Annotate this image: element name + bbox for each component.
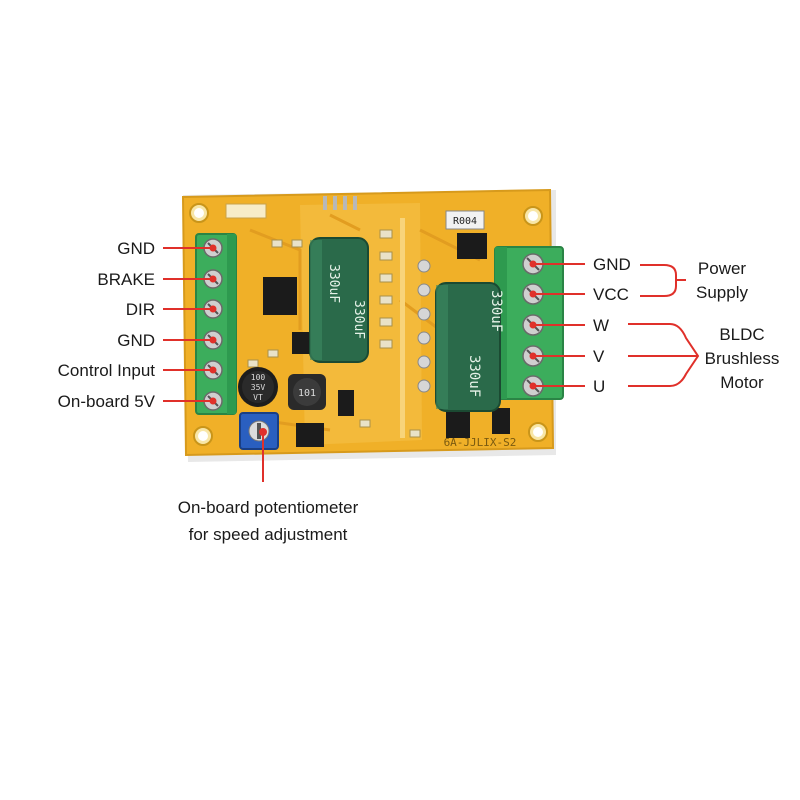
right-terminal-label: V — [593, 347, 605, 366]
left-terminal-label: On-board 5V — [58, 392, 156, 411]
group-labels: Power Supply BLDC Brushless Motor — [696, 259, 779, 392]
capacitor-right-marking: 330uF — [488, 290, 504, 332]
left-terminal-label: GND — [117, 239, 155, 258]
left-terminal-label: DIR — [126, 300, 155, 319]
capacitor-right-marking-2: 330uF — [466, 355, 482, 397]
shunt-resistor: R004 — [445, 210, 485, 230]
right-terminal-block — [494, 246, 564, 400]
power-supply-label-line1: Power — [698, 259, 747, 278]
driver-ic — [263, 277, 297, 315]
small-ic — [292, 332, 312, 354]
diode — [492, 408, 510, 434]
callout-lines — [163, 244, 700, 482]
inductor-marking: 101 — [298, 388, 316, 399]
right-callout-dot — [529, 321, 537, 329]
transistor — [338, 390, 354, 416]
inductor: 101 — [288, 374, 326, 410]
left-callout-dot — [209, 397, 217, 405]
capacitor-330uf-left: 330uF 330uF — [309, 237, 369, 363]
motor-label-line1: BLDC — [719, 325, 764, 344]
right-callout-dot — [529, 352, 537, 360]
right-callout-dot — [529, 382, 537, 390]
left-callout-dot — [209, 366, 217, 374]
left-terminal-label: GND — [117, 331, 155, 350]
mosfet — [446, 410, 470, 438]
board-id-marking: 6A-JJLIX-S2 — [444, 436, 517, 449]
left-callout-dot — [209, 336, 217, 344]
left-callout-dot — [209, 305, 217, 313]
shunt-resistor-marking: R004 — [453, 216, 477, 227]
mounting-hole-bottom-right — [528, 422, 548, 442]
motor-label-line3: Motor — [720, 373, 764, 392]
small-cap-line3: VT — [253, 393, 263, 402]
right-callout-dot — [529, 260, 537, 268]
right-terminal-label: VCC — [593, 285, 629, 304]
right-terminal-label: U — [593, 377, 605, 396]
small-cap-line1: 100 — [251, 373, 266, 382]
left-terminal-block — [195, 233, 237, 415]
potentiometer-callout-dot — [259, 428, 267, 436]
left-terminal-label: Control Input — [58, 361, 156, 380]
potentiometer-label: On-board potentiometer for speed adjustm… — [178, 498, 359, 544]
right-callout-dot — [529, 290, 537, 298]
left-terminal-label: BRAKE — [97, 270, 155, 289]
power-supply-bracket — [640, 264, 686, 297]
capacitor-small: 100 35V VT — [238, 367, 278, 407]
capacitor-left-marking-2: 330uF — [351, 300, 366, 339]
mounting-hole-top-left — [189, 203, 209, 223]
pcb-board: R004 330uF 330uF 330uF — [181, 188, 564, 462]
potentiometer-label-line1: On-board potentiometer — [178, 498, 359, 517]
motor-bracket — [628, 323, 700, 387]
small-cap-line2: 35V — [251, 383, 266, 392]
potentiometer — [239, 412, 279, 450]
bottom-ic — [296, 423, 324, 447]
header-pins — [225, 196, 357, 219]
right-labels: GND VCC WVU — [593, 255, 631, 396]
motor-label-line2: Brushless — [705, 349, 780, 368]
capacitor-left-marking: 330uF — [326, 264, 341, 303]
top-ic — [457, 233, 487, 259]
left-callout-dot — [209, 244, 217, 252]
potentiometer-label-line2: for speed adjustment — [189, 525, 348, 544]
right-terminal-label: W — [593, 316, 609, 335]
power-supply-label-line2: Supply — [696, 283, 748, 302]
mounting-hole-top-right — [523, 206, 543, 226]
mounting-hole-bottom-left — [193, 426, 213, 446]
left-callout-dot — [209, 275, 217, 283]
right-terminal-label: GND — [593, 255, 631, 274]
capacitor-330uf-right: 330uF 330uF — [435, 282, 504, 412]
